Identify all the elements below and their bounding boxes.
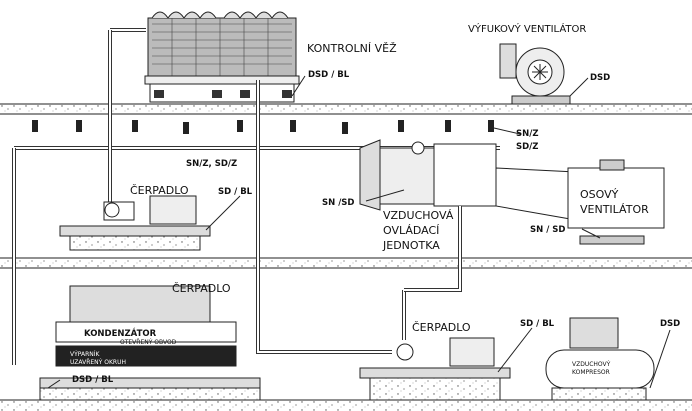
- label-sn-z: SN/Z: [516, 129, 539, 139]
- chiller: [39, 285, 261, 401]
- hanger-row-top: [32, 120, 494, 134]
- label-exhaust-fan-mount: DSD: [590, 73, 610, 83]
- label-ahu-line2: OVLÁDACÍ: [383, 224, 439, 237]
- floor-slab-bottom: [0, 399, 692, 411]
- label-axial-fan-line2: VENTILÁTOR: [580, 203, 649, 216]
- label-evaporator-sub: UZAVŘENÝ OKRUH: [70, 358, 126, 366]
- pump-bottom: [256, 206, 511, 401]
- label-axial-fan-line1: OSOVÝ: [580, 188, 619, 201]
- floor-slab-top: [0, 103, 692, 115]
- label-sn-z-sd-z: SN/Z, SD/Z: [186, 159, 237, 169]
- label-pump-bottom: ČERPADLO: [412, 321, 471, 334]
- cooling-tower: [144, 11, 300, 103]
- label-pump-top: ČERPADLO: [130, 184, 189, 197]
- label-axial-fan-mount: SN / SD: [530, 225, 565, 235]
- label-ahu-line3: JEDNOTKA: [382, 239, 440, 252]
- label-pump-top-mount: SD / BL: [218, 187, 253, 197]
- exhaust-fan: [499, 43, 571, 105]
- label-ahu-line1: VZDUCHOVÁ: [383, 209, 454, 222]
- air-handling-unit: [359, 139, 497, 211]
- label-compressor-line2: KOMPRESOR: [572, 369, 610, 376]
- label-condenser: KONDENZÁTOR: [84, 327, 157, 339]
- pump-top: [59, 195, 211, 251]
- leader-lines: [47, 75, 671, 389]
- label-compressor-line1: VZDUCHOVÝ: [572, 361, 611, 368]
- floor-slab-middle: [0, 257, 692, 269]
- label-cooling-tower: KONTROLNÍ VĚŽ: [307, 42, 397, 55]
- label-evaporator: VÝPARNÍK: [70, 351, 101, 358]
- label-ahu-mount: SN /SD: [322, 198, 354, 208]
- label-condenser-sub: OTEVŘENÝ OBVOD: [120, 338, 177, 346]
- label-chiller-mount: DSD / BL: [72, 375, 114, 385]
- axial-fan: [495, 159, 665, 245]
- pipe-tower-risers: [108, 28, 260, 330]
- label-exhaust-fan: VÝFUKOVÝ VENTILÁTOR: [468, 22, 586, 35]
- label-pump-mid: ČERPADLO: [172, 282, 231, 295]
- label-sd-z: SD/Z: [516, 142, 538, 152]
- label-pump-bottom-mount: SD / BL: [520, 319, 555, 329]
- label-cooling-tower-mount: DSD / BL: [308, 70, 350, 80]
- label-compressor-mount: DSD: [660, 319, 680, 329]
- air-compressor: [545, 317, 655, 401]
